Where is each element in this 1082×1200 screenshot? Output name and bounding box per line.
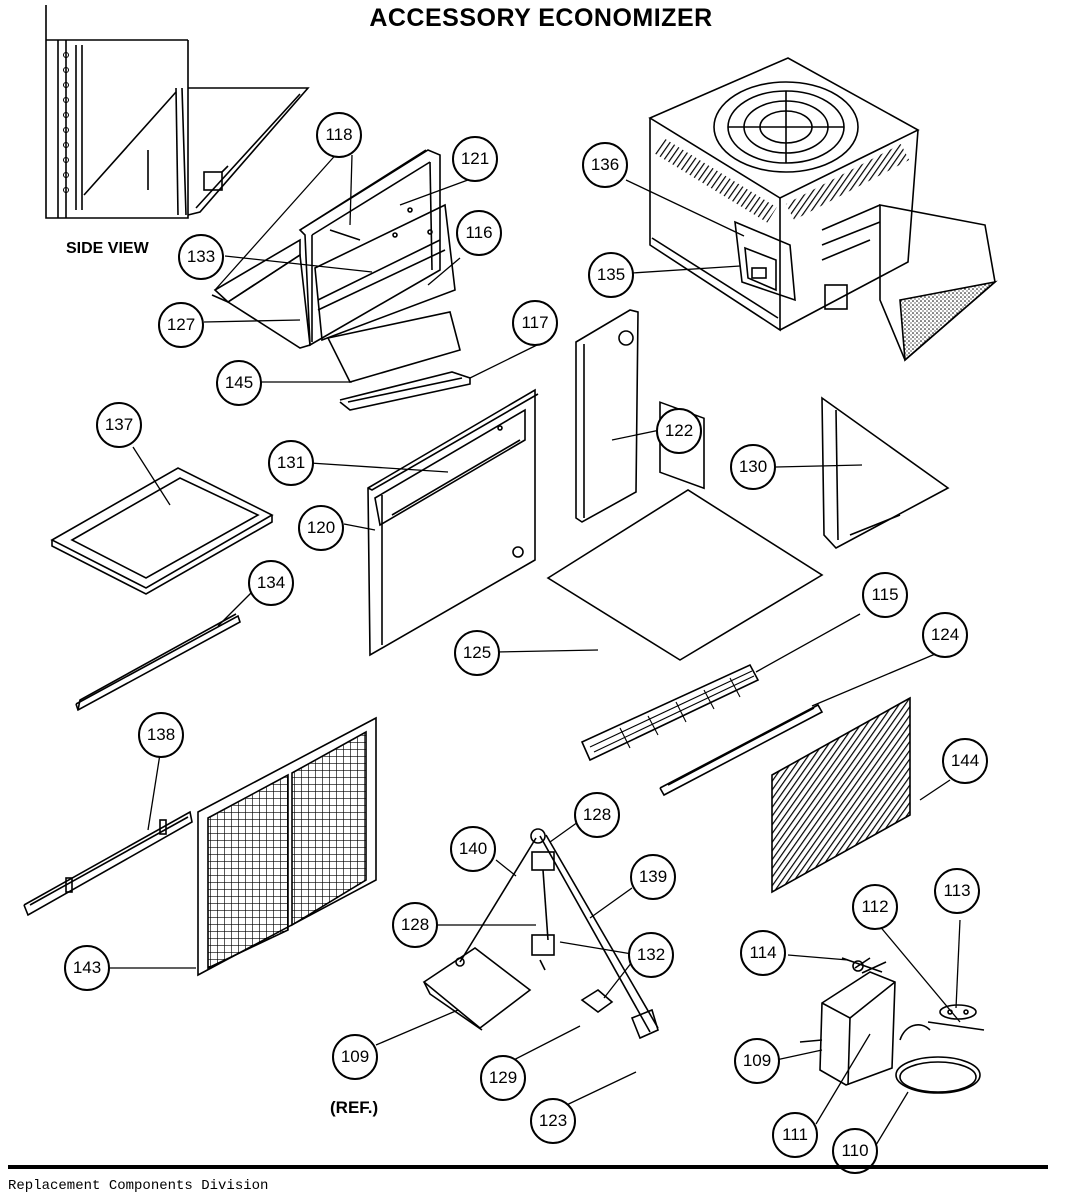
callout-109-ref: 109 <box>332 1034 378 1080</box>
callout-122: 122 <box>656 408 702 454</box>
angle-124 <box>659 703 824 797</box>
linkage-assembly <box>459 828 659 1040</box>
callout-145: 145 <box>216 360 262 406</box>
blade-145 <box>326 311 461 383</box>
side-view-inset <box>45 5 310 219</box>
callout-137: 137 <box>96 402 142 448</box>
callout-125: 125 <box>454 630 500 676</box>
footer-text: Replacement Components Division <box>8 1178 269 1194</box>
callout-113: 113 <box>934 868 980 914</box>
callout-117: 117 <box>512 300 558 346</box>
harness-110 <box>895 1024 981 1094</box>
filter-frame-143 <box>197 716 377 977</box>
callout-128-upper: 128 <box>574 792 620 838</box>
callout-134: 134 <box>248 560 294 606</box>
callout-133: 133 <box>178 234 224 280</box>
callout-130: 130 <box>730 444 776 490</box>
callout-139: 139 <box>630 854 676 900</box>
footer-rule <box>8 1165 1048 1169</box>
callout-127: 127 <box>158 302 204 348</box>
side-view-label: SIDE VIEW <box>66 240 149 257</box>
ref-label: (REF.) <box>330 1098 379 1117</box>
callout-132: 132 <box>628 932 674 978</box>
wire-112 <box>927 1021 985 1031</box>
callout-136: 136 <box>582 142 628 188</box>
side-panel-130 <box>821 396 950 549</box>
callout-111: 111 <box>772 1112 818 1158</box>
callout-135: 135 <box>588 252 634 298</box>
callout-138: 138 <box>138 712 184 758</box>
damper-assembly <box>211 149 456 349</box>
callout-143: 143 <box>64 945 110 991</box>
callout-131: 131 <box>268 440 314 486</box>
angle-117 <box>339 371 471 411</box>
callout-109: 109 <box>734 1038 780 1084</box>
callout-121: 121 <box>452 136 498 182</box>
callout-124: 124 <box>922 612 968 658</box>
tray-137 <box>50 467 274 595</box>
plate-113 <box>939 1004 977 1020</box>
shaft-114 <box>841 957 883 973</box>
grille-115 <box>580 663 760 762</box>
rail-138 <box>23 810 193 917</box>
filter-media-144 <box>771 696 911 894</box>
panel-122 <box>575 309 639 523</box>
callout-120: 120 <box>298 505 344 551</box>
actuator-bracket-109 <box>422 947 532 1031</box>
callout-129: 129 <box>480 1055 526 1101</box>
callout-115: 115 <box>862 572 908 618</box>
angle-134 <box>75 613 241 712</box>
actuator-109 <box>799 957 896 1086</box>
callout-112: 112 <box>852 884 898 930</box>
callout-144: 144 <box>942 738 988 784</box>
callout-116: 116 <box>456 210 502 256</box>
diagram-title: ACCESSORY ECONOMIZER <box>369 4 713 32</box>
panel-125 <box>546 489 824 661</box>
front-panel-120 <box>367 388 539 657</box>
callout-140: 140 <box>450 826 496 872</box>
callout-118: 118 <box>316 112 362 158</box>
callout-123: 123 <box>530 1098 576 1144</box>
callout-114: 114 <box>740 930 786 976</box>
callout-128-lower: 128 <box>392 902 438 948</box>
rooftop-unit <box>648 57 998 490</box>
